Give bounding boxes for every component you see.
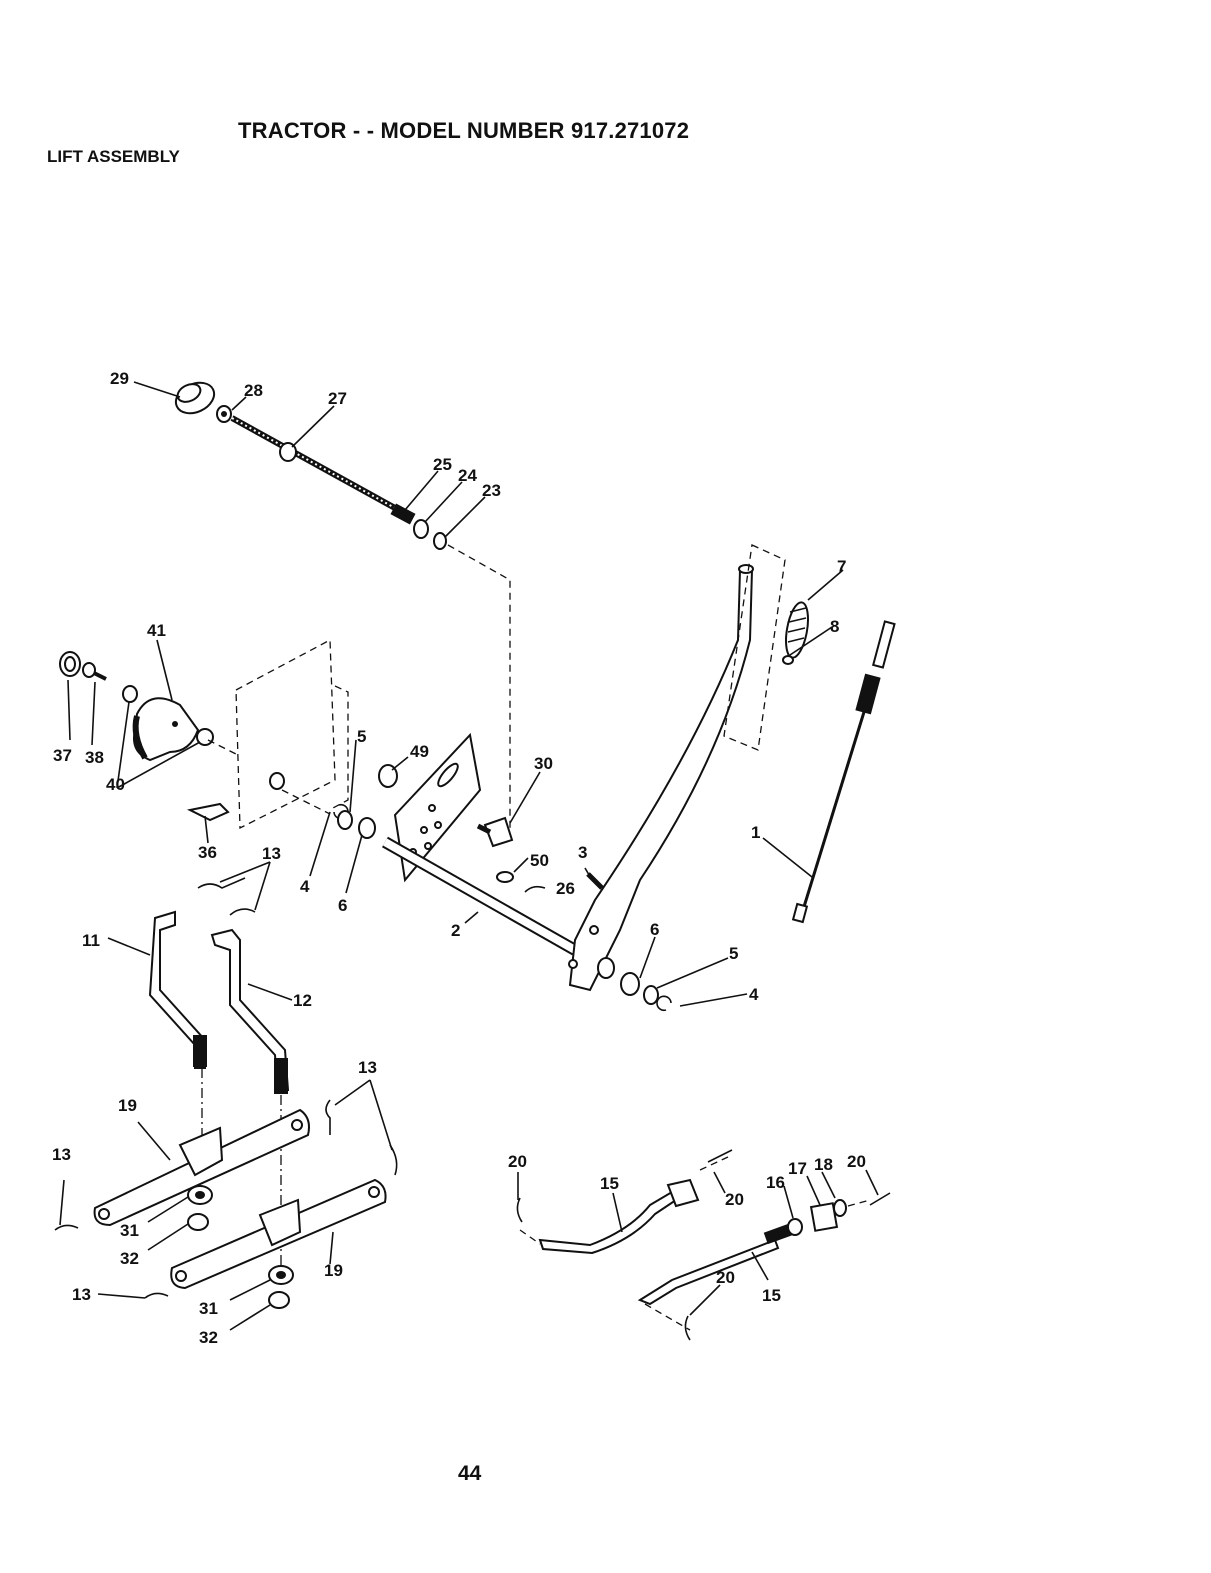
button-8 — [783, 656, 793, 664]
lift-link-11 — [150, 912, 207, 1068]
callout-19-upper: 19 — [118, 1096, 137, 1115]
callout-20-left: 20 — [508, 1152, 527, 1171]
washer-5-left — [338, 811, 352, 829]
callout-29: 29 — [110, 369, 129, 388]
callout-13-left: 13 — [52, 1145, 71, 1164]
callout-16: 16 — [766, 1173, 785, 1192]
spring-clip-36 — [190, 804, 228, 820]
callout-13-top: 13 — [262, 844, 281, 863]
callout-30: 30 — [534, 754, 553, 773]
callout-20-bottom: 20 — [716, 1268, 735, 1287]
callout-49: 49 — [410, 742, 429, 761]
callout-32-lower: 32 — [199, 1328, 218, 1347]
clip-13-mid — [326, 1100, 397, 1175]
frame-panel-outline — [208, 640, 348, 828]
callout-13-mid: 13 — [358, 1058, 377, 1077]
washer-5-right — [644, 986, 658, 1004]
callout-6-left: 6 — [338, 896, 347, 915]
washer-24 — [414, 520, 428, 538]
knob-29 — [171, 377, 219, 419]
adjuster-30 — [478, 818, 512, 846]
callout-32-upper: 32 — [120, 1249, 139, 1268]
callout-3: 3 — [578, 843, 587, 862]
callout-38: 38 — [85, 748, 104, 767]
callout-37: 37 — [53, 746, 72, 765]
threaded-rod-27 — [232, 418, 395, 508]
callout-20-right: 20 — [847, 1152, 866, 1171]
callout-1: 1 — [751, 823, 760, 842]
clip-13-left — [55, 1225, 78, 1230]
callout-26: 26 — [556, 879, 575, 898]
callout-40: 40 — [106, 775, 125, 794]
callout-23: 23 — [482, 481, 501, 500]
cable-1 — [793, 621, 894, 922]
nut-32-lower — [269, 1292, 289, 1308]
lift-link-12 — [212, 930, 288, 1094]
e-ring-4-right — [657, 996, 671, 1010]
callout-15-upper: 15 — [600, 1174, 619, 1193]
pin-26 — [525, 887, 545, 892]
callout-5-right: 5 — [729, 944, 738, 963]
callout-28: 28 — [244, 381, 263, 400]
callout-11: 11 — [82, 931, 100, 950]
callout-4-left: 4 — [300, 877, 310, 896]
spacer-31-upper — [188, 1186, 212, 1204]
grip-alignment-outline — [724, 545, 785, 750]
callout-36: 36 — [198, 843, 217, 862]
clip-13-bottom — [145, 1293, 168, 1298]
callout-6-right: 6 — [650, 920, 659, 939]
callout-8: 8 — [830, 617, 839, 636]
callout-13-bottom: 13 — [72, 1285, 91, 1304]
cap-37 — [60, 652, 80, 676]
callout-24: 24 — [458, 466, 477, 485]
nut-18 — [834, 1200, 846, 1216]
callout-17: 17 — [788, 1159, 807, 1178]
callout-12: 12 — [293, 991, 312, 1010]
callout-25: 25 — [433, 455, 452, 474]
nut-23 — [434, 533, 446, 549]
callout-15-lower: 15 — [762, 1286, 781, 1305]
nut-28 — [217, 406, 231, 422]
washer-40-front — [123, 686, 137, 702]
bushing-6-right — [598, 958, 639, 995]
nut-16 — [788, 1219, 802, 1235]
callout-7: 7 — [837, 557, 846, 576]
callout-18: 18 — [814, 1155, 833, 1174]
callout-5-left: 5 — [357, 727, 366, 746]
callout-50: 50 — [530, 851, 549, 870]
callout-27: 27 — [328, 389, 347, 408]
callout-20-mid: 20 — [725, 1190, 744, 1209]
washer-50 — [497, 872, 513, 882]
callout-4-right: 4 — [749, 985, 759, 1004]
rod-15-upper — [520, 1157, 728, 1253]
callout-19-lower: 19 — [324, 1261, 343, 1280]
spacer-31-lower — [269, 1266, 293, 1284]
screw-38 — [83, 663, 106, 679]
callout-31-upper: 31 — [120, 1221, 139, 1240]
nut-32-upper — [188, 1214, 208, 1230]
clip-13-top — [198, 878, 255, 915]
callout-2: 2 — [451, 921, 460, 940]
callout-31-lower: 31 — [199, 1299, 218, 1318]
height-knob-41 — [134, 698, 198, 760]
callout-41: 41 — [147, 621, 166, 640]
lift-handle — [569, 565, 753, 990]
